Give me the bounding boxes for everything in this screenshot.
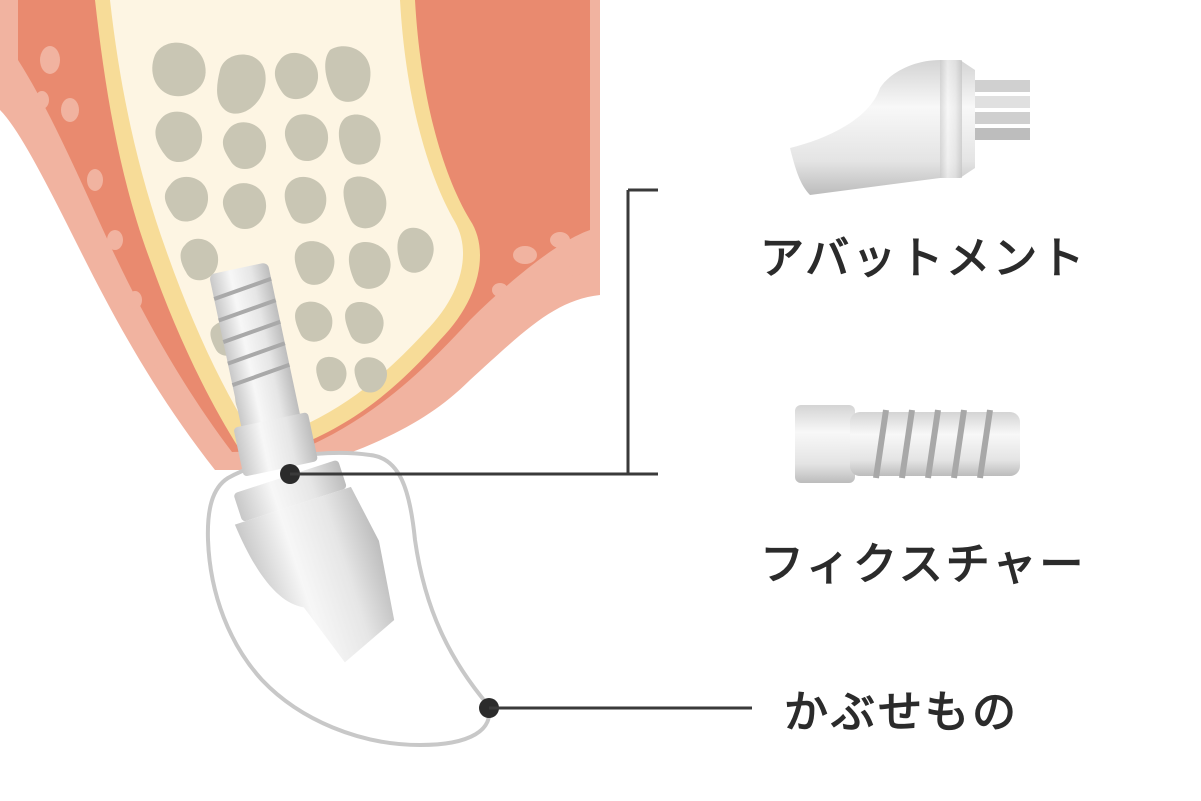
fixture-label: フィクスチャー — [760, 539, 1087, 590]
implant-abutment-in-crown — [234, 460, 395, 663]
fixture-illustration — [795, 405, 1020, 483]
gum-spots — [35, 46, 582, 369]
crown-label: かぶせもの — [784, 687, 1019, 738]
implant-fixture-in-jaw — [210, 263, 318, 477]
abutment-illustration — [790, 60, 1030, 195]
abutment-label: アバットメント — [760, 233, 1088, 284]
leader-lines — [290, 188, 752, 710]
bone-pores — [152, 42, 434, 418]
